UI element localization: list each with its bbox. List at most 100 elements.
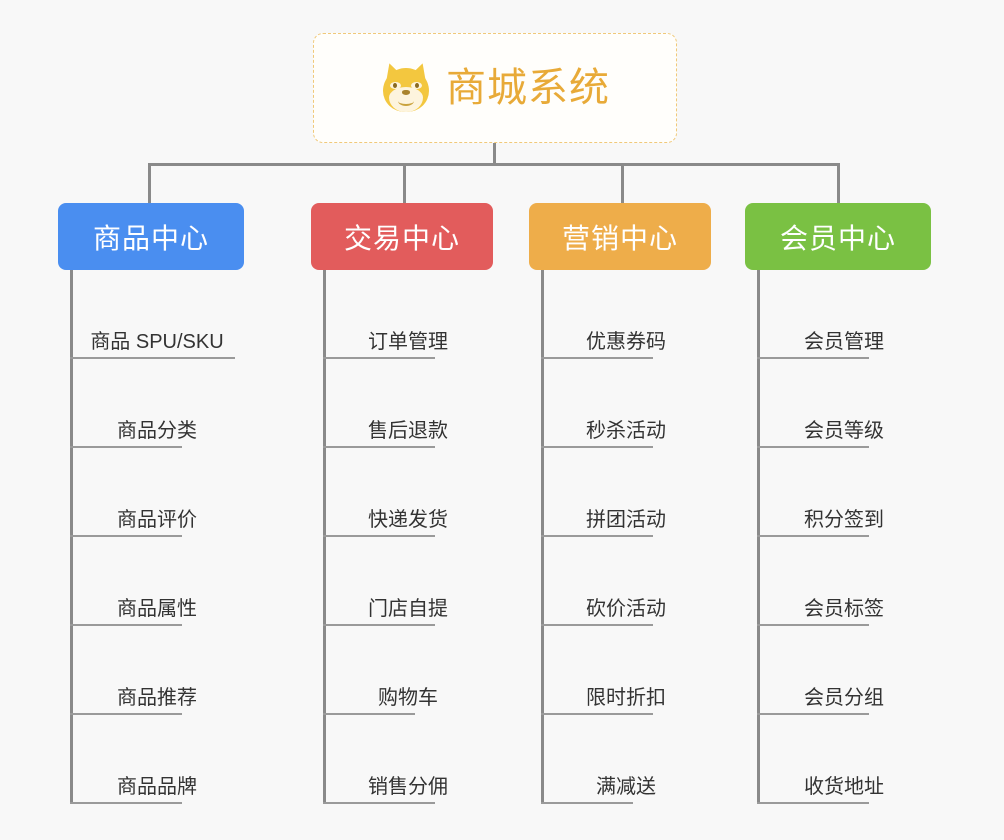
list-item-rule [323, 624, 435, 626]
connector-root-stem [493, 143, 496, 165]
list-item-rule [323, 446, 435, 448]
list-item-rule [70, 535, 182, 537]
list-item-label: 售后退款 [368, 420, 448, 442]
list-item[interactable]: 会员管理 [745, 270, 931, 359]
column-spine [70, 270, 73, 804]
list-item-rule [757, 535, 869, 537]
list-item-rule [70, 446, 182, 448]
list-item[interactable]: 满减送 [529, 715, 711, 804]
connector-drop-3 [621, 163, 624, 205]
list-item-rule [541, 535, 653, 537]
list-item-label: 购物车 [378, 687, 438, 709]
category-header-label: 会员中心 [779, 222, 896, 254]
list-item-rule [323, 357, 435, 359]
category-header-label: 商品中心 [92, 222, 209, 254]
root-node[interactable]: 商城系统 [313, 33, 677, 143]
list-item-label: 会员分组 [804, 687, 884, 709]
list-item[interactable]: 会员标签 [745, 537, 931, 626]
dog-face-icon [380, 60, 432, 114]
list-item-label: 砍价活动 [586, 598, 666, 620]
list-item[interactable]: 会员等级 [745, 359, 931, 448]
list-item-rule [757, 624, 869, 626]
list-item-rule [323, 713, 415, 715]
column-spine [323, 270, 326, 804]
list-item-label: 商品评价 [117, 509, 197, 531]
list-item-label: 秒杀活动 [586, 420, 666, 442]
list-item[interactable]: 商品品牌 [58, 715, 244, 804]
list-item[interactable]: 积分签到 [745, 448, 931, 537]
connector-horizontal-bus [148, 163, 840, 166]
list-item[interactable]: 购物车 [311, 626, 493, 715]
category-header-label: 营销中心 [561, 222, 678, 254]
category-items-transaction: 订单管理 售后退款 快递发货 门店自提 购物车 销售分佣 [311, 270, 493, 804]
list-item-label: 拼团活动 [586, 509, 666, 531]
list-item[interactable]: 收货地址 [745, 715, 931, 804]
list-item-rule [541, 713, 653, 715]
list-item-label: 会员管理 [804, 331, 884, 353]
list-item-label: 会员等级 [804, 420, 884, 442]
list-item-rule [757, 713, 869, 715]
list-item-label: 销售分佣 [368, 776, 448, 798]
category-column-member: 会员中心 会员管理 会员等级 积分签到 会员标签 会员分组 [745, 203, 931, 804]
list-item[interactable]: 限时折扣 [529, 626, 711, 715]
list-item-rule [70, 357, 235, 359]
list-item-rule [323, 535, 435, 537]
list-item[interactable]: 商品评价 [58, 448, 244, 537]
list-item-rule [541, 802, 633, 804]
category-column-marketing: 营销中心 优惠券码 秒杀活动 拼团活动 砍价活动 限时折扣 [529, 203, 711, 804]
list-item-rule [541, 624, 653, 626]
list-item-label: 商品品牌 [117, 776, 197, 798]
list-item[interactable]: 销售分佣 [311, 715, 493, 804]
list-item[interactable]: 商品 SPU/SKU [58, 270, 244, 359]
list-item-label: 商品 SPU/SKU [90, 331, 224, 353]
list-item[interactable]: 快递发货 [311, 448, 493, 537]
list-item-rule [70, 624, 182, 626]
list-item-rule [757, 357, 869, 359]
category-header-label: 交易中心 [343, 222, 460, 254]
category-header-product[interactable]: 商品中心 [58, 203, 244, 270]
category-header-marketing[interactable]: 营销中心 [529, 203, 711, 270]
connector-drop-1 [148, 163, 151, 205]
list-item[interactable]: 商品推荐 [58, 626, 244, 715]
category-items-product: 商品 SPU/SKU 商品分类 商品评价 商品属性 商品推荐 商品品牌 [58, 270, 244, 804]
root-title: 商城系统 [446, 66, 610, 110]
list-item-rule [70, 802, 182, 804]
list-item[interactable]: 订单管理 [311, 270, 493, 359]
list-item-rule [757, 446, 869, 448]
category-items-marketing: 优惠券码 秒杀活动 拼团活动 砍价活动 限时折扣 满减送 [529, 270, 711, 804]
column-spine [757, 270, 760, 804]
list-item-label: 商品推荐 [117, 687, 197, 709]
list-item-rule [70, 713, 182, 715]
category-column-transaction: 交易中心 订单管理 售后退款 快递发货 门店自提 购物车 [311, 203, 493, 804]
list-item-label: 会员标签 [804, 598, 884, 620]
category-header-transaction[interactable]: 交易中心 [311, 203, 493, 270]
category-header-member[interactable]: 会员中心 [745, 203, 931, 270]
list-item[interactable]: 优惠券码 [529, 270, 711, 359]
list-item-label: 收货地址 [804, 776, 884, 798]
list-item-label: 优惠券码 [586, 331, 666, 353]
category-column-product: 商品中心 商品 SPU/SKU 商品分类 商品评价 商品属性 商品推荐 [58, 203, 244, 804]
list-item[interactable]: 门店自提 [311, 537, 493, 626]
list-item-rule [541, 446, 653, 448]
connector-drop-2 [403, 163, 406, 205]
list-item-label: 商品属性 [117, 598, 197, 620]
list-item[interactable]: 会员分组 [745, 626, 931, 715]
list-item-label: 订单管理 [368, 331, 448, 353]
list-item-label: 满减送 [596, 776, 656, 798]
list-item-rule [323, 802, 435, 804]
list-item-label: 快递发货 [368, 509, 448, 531]
list-item[interactable]: 商品属性 [58, 537, 244, 626]
category-items-member: 会员管理 会员等级 积分签到 会员标签 会员分组 收货地址 [745, 270, 931, 804]
column-spine [541, 270, 544, 804]
list-item[interactable]: 商品分类 [58, 359, 244, 448]
list-item-label: 门店自提 [368, 598, 448, 620]
connector-drop-4 [837, 163, 840, 205]
list-item-rule [757, 802, 869, 804]
list-item[interactable]: 秒杀活动 [529, 359, 711, 448]
list-item-label: 积分签到 [804, 509, 884, 531]
list-item[interactable]: 砍价活动 [529, 537, 711, 626]
list-item[interactable]: 售后退款 [311, 359, 493, 448]
list-item-label: 商品分类 [117, 420, 197, 442]
list-item[interactable]: 拼团活动 [529, 448, 711, 537]
